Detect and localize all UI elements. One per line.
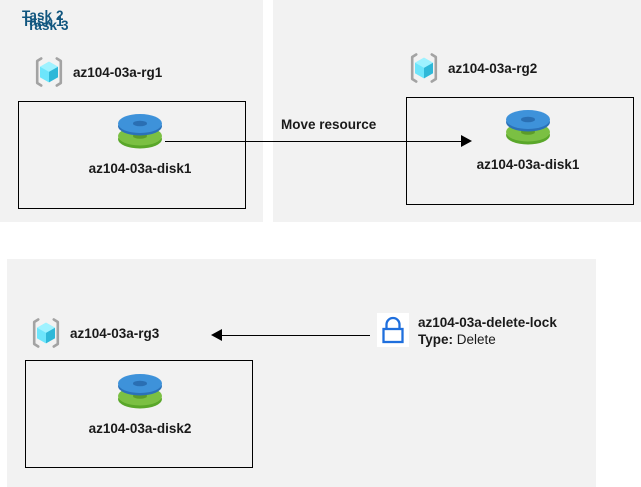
delete-lock-text: az104-03a-delete-lock Type: Delete (418, 313, 557, 349)
task-3-resource-group-label: az104-03a-rg3 (70, 325, 160, 341)
managed-disk-icon (65, 112, 215, 156)
task-3-disk-label: az104-03a-disk2 (88, 421, 192, 436)
task-3-disk: az104-03a-disk2 (65, 372, 215, 436)
resource-group-icon (29, 316, 63, 350)
task-2-disk: az104-03a-disk1 (453, 108, 603, 172)
task-1-title: Task 1 (22, 14, 64, 29)
delete-lock-arrow-line (220, 335, 370, 336)
managed-disk-icon (65, 372, 215, 416)
task-3-title: Task 3 (27, 18, 69, 33)
task-2-resource-group: az104-03a-rg2 (407, 51, 537, 85)
task-2-title: Task 2 (22, 8, 64, 23)
task-1-disk: az104-03a-disk1 (65, 112, 215, 176)
task-2-resource-group-label: az104-03a-rg2 (448, 60, 538, 76)
move-resource-arrow-line (165, 141, 463, 142)
lock-icon (377, 313, 409, 347)
resource-group-icon (407, 51, 441, 85)
move-resource-arrow-head (461, 135, 472, 147)
task-1-disk-label: az104-03a-disk1 (88, 161, 192, 176)
delete-lock-name: az104-03a-delete-lock (418, 315, 557, 330)
task-1-resource-group-label: az104-03a-rg1 (73, 64, 163, 80)
delete-lock-type-line: Type: Delete (418, 332, 557, 349)
delete-lock-group: az104-03a-delete-lock Type: Delete (377, 313, 557, 349)
move-resource-arrow-label: Move resource (279, 117, 379, 132)
task-1-resource-group: az104-03a-rg1 (32, 55, 162, 89)
delete-lock-type-key: Type: (418, 331, 454, 347)
resource-group-icon (32, 55, 66, 89)
task-2-disk-label: az104-03a-disk1 (476, 157, 580, 172)
managed-disk-icon (453, 108, 603, 152)
delete-lock-type-value: Delete (456, 331, 496, 347)
delete-lock-arrow-head (211, 329, 222, 341)
task-3-resource-group: az104-03a-rg3 (29, 316, 159, 350)
